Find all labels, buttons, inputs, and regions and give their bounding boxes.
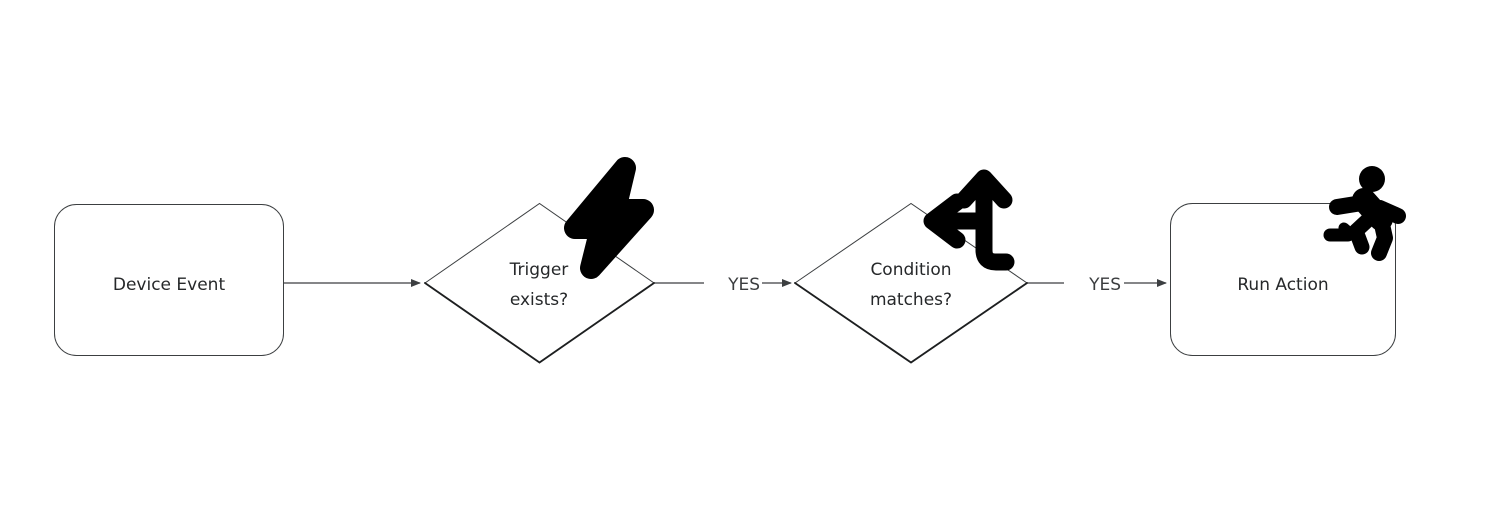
- device-event-shape[interactable]: [54, 204, 284, 356]
- trigger-exists-shape-shadow: [424, 282, 655, 364]
- edge-trigger-to-condition: YES: [654, 275, 792, 295]
- node-condition-matches[interactable]: Condition matches?: [794, 202, 1028, 364]
- condition-matches-shape-shadow: [794, 282, 1028, 364]
- lightning-bolt-icon: [564, 157, 654, 279]
- edge-2-label: YES: [727, 275, 760, 295]
- condition-matches-label-line1: Condition: [870, 260, 951, 280]
- trigger-exists-label-line2: exists?: [510, 290, 568, 310]
- edge-3-label: YES: [1088, 275, 1121, 295]
- condition-matches-label-line2: matches?: [870, 290, 952, 310]
- node-device-event[interactable]: Device Event: [54, 204, 284, 356]
- edge-condition-to-run-action: YES: [1027, 275, 1167, 295]
- trigger-exists-label-line1: Trigger: [509, 260, 569, 280]
- run-action-label: Run Action: [1237, 275, 1328, 295]
- device-event-label: Device Event: [113, 275, 226, 295]
- running-person-icon: [1323, 166, 1406, 261]
- branch-arrow-icon: [923, 169, 1015, 271]
